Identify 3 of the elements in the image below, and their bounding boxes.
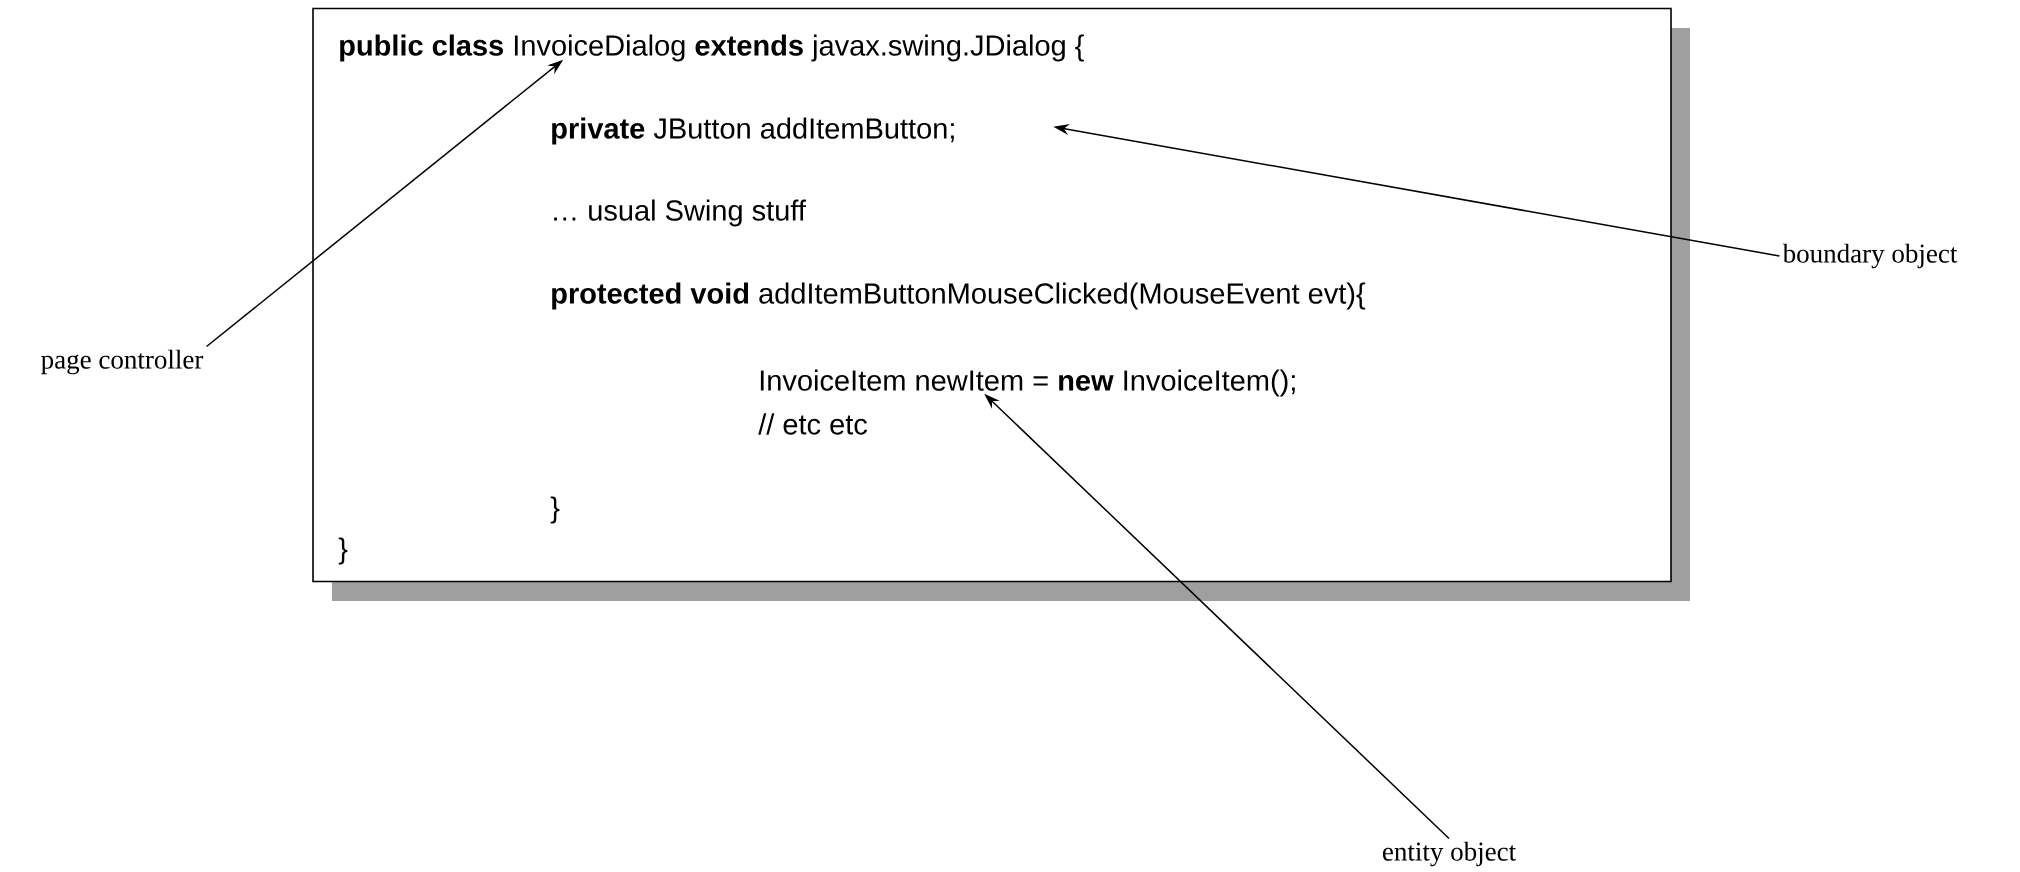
callout-label: entity object (1382, 841, 1516, 867)
callout-label: page controller (41, 349, 204, 375)
callout-label: boundary object (1782, 243, 1958, 269)
